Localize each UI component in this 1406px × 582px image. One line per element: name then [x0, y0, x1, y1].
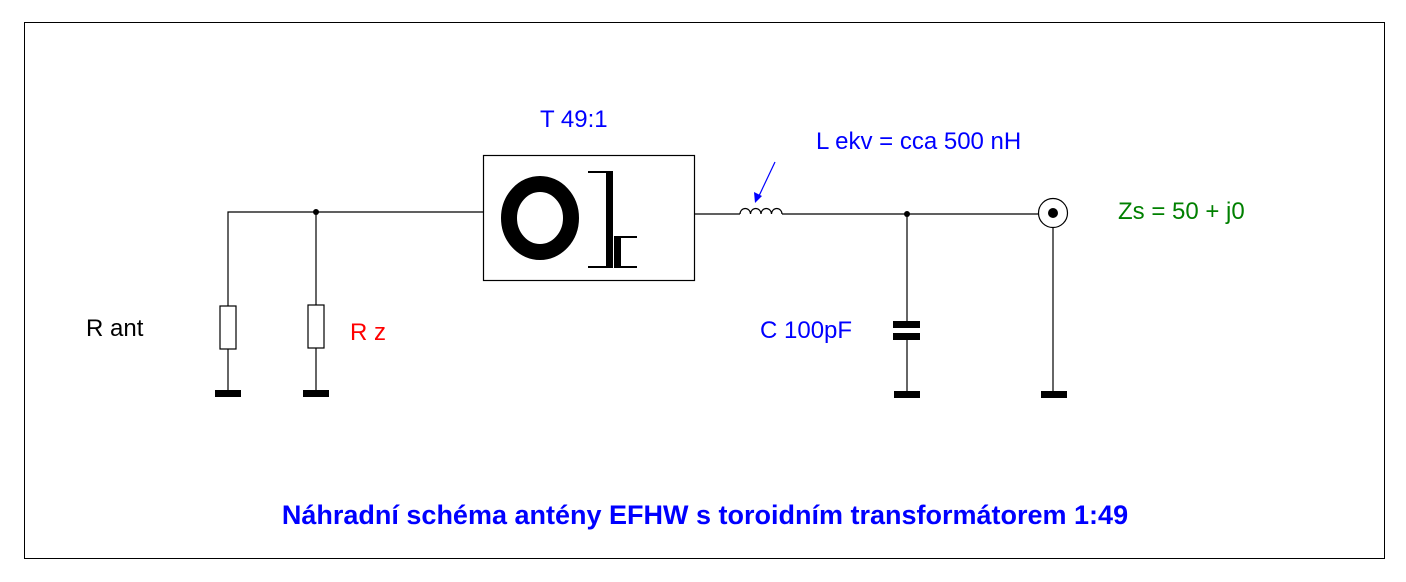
wire-input: [227, 211, 483, 306]
ground-icon: [215, 390, 241, 397]
resistor-r-ant: [219, 305, 237, 350]
coax-connector-icon: [1037, 197, 1069, 229]
inductor-label: L ekv = cca 500 nH: [816, 128, 1021, 155]
junction-dot: [904, 211, 910, 217]
capacitor-icon: [893, 321, 920, 340]
inductor-icon: [739, 207, 783, 215]
resistor-r-z: [307, 304, 325, 349]
junction-dot: [313, 209, 319, 215]
ground-icon: [1041, 391, 1067, 398]
inductor-arrow: [754, 161, 776, 203]
source-impedance-label: Zs = 50 + j0: [1118, 198, 1245, 225]
toroid-icon: [501, 176, 579, 260]
diagram-title: Náhradní schéma antény EFHW s toroidním …: [282, 500, 1128, 530]
transformer-label: T 49:1: [540, 106, 608, 133]
capacitor-label: C 100pF: [760, 317, 852, 344]
r-ant-label: R ant: [86, 315, 144, 342]
transformer-symbol: [482, 154, 696, 282]
diagram-frame: [24, 22, 1385, 559]
r-z-label: R z: [350, 319, 386, 346]
ground-icon: [303, 390, 329, 397]
ground-icon: [894, 391, 920, 398]
